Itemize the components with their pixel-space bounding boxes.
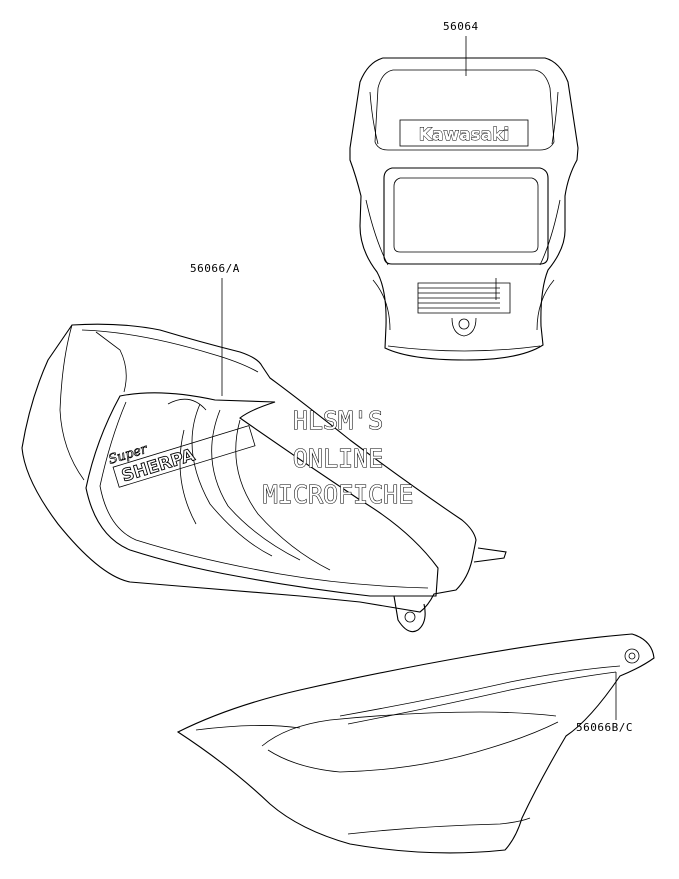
callout-56066-a: 56066/A [190, 262, 240, 396]
cowl-grille [417, 278, 511, 314]
watermark-line-1: HLSM'S [293, 406, 383, 435]
side-cover-part [176, 633, 655, 854]
callout-label-middle: 56066/A [190, 262, 240, 275]
headlight-cowl-part: Kawasaki [349, 57, 579, 361]
side-cover-mount-hole-icon [624, 648, 640, 664]
callout-56066-bc: 56066B/C [576, 672, 633, 734]
watermark-line-3: MICROFICHE [263, 480, 414, 509]
callout-label-bottom: 56066B/C [576, 721, 633, 734]
tank-mount-hole-icon [404, 611, 416, 623]
callout-label-top: 56064 [443, 20, 479, 33]
kawasaki-decal-text: Kawasaki [419, 125, 510, 145]
watermark-line-2: ONLINE [293, 444, 383, 473]
mount-hole-icon [458, 318, 470, 330]
tank-shroud-part: Super SHERPA [21, 323, 507, 633]
watermark: HLSM'S ONLINE MICROFICHE [262, 405, 414, 509]
callout-56064: 56064 [443, 20, 479, 76]
